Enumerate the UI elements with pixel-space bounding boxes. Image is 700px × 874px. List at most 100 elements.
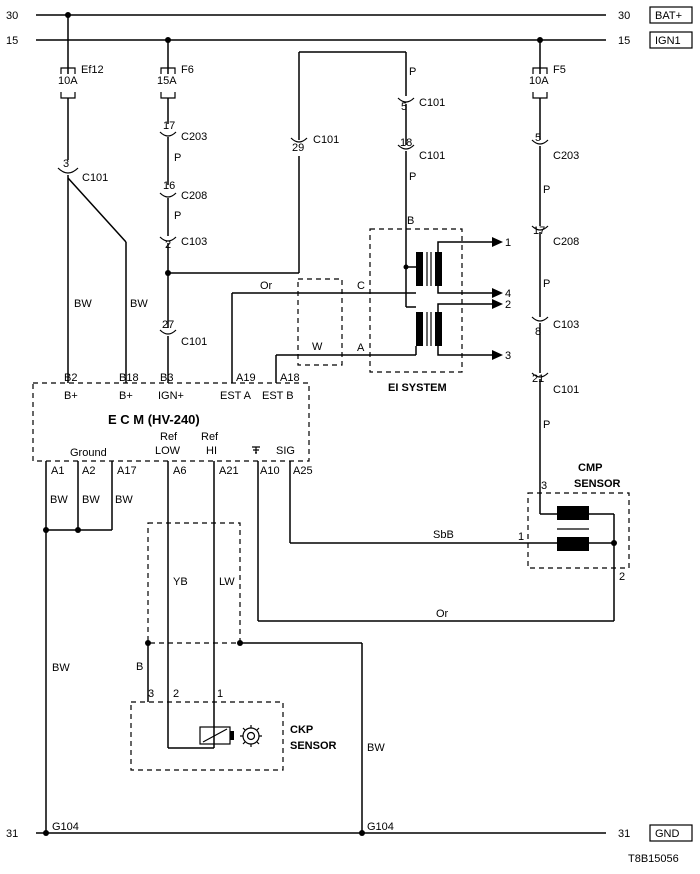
ei-output-1: 1 <box>505 237 511 249</box>
c101-pin3-number: 3 <box>63 158 69 170</box>
gnd-rail: 31 31 GND <box>6 824 693 842</box>
ckp-label-2: SENSOR <box>290 740 337 752</box>
fuse-ef12-name: Ef12 <box>81 64 104 76</box>
c101-pin5-number: 5 <box>401 101 407 113</box>
gear-icon <box>240 725 262 747</box>
gnd-rail-left-label: 31 <box>6 828 18 840</box>
ground-g104-right: G104 <box>367 821 394 833</box>
ei-terminal-b: B <box>407 215 414 227</box>
ei-system: EI SYSTEM 1 4 2 3 C A <box>232 228 511 394</box>
c101-pin18-name: C101 <box>419 150 445 162</box>
bat-rail-tag: BAT+ <box>655 10 682 22</box>
fuse-f6-name: F6 <box>181 64 194 76</box>
c101-pin21-number: 21 <box>532 373 544 385</box>
wire-bw-a2: BW <box>82 494 100 506</box>
bat-rail-left-label: 30 <box>6 10 18 22</box>
ckp-pin1: 1 <box>217 688 223 700</box>
ign-rail-tag: IGN1 <box>655 35 681 47</box>
c101-pin27-name: C101 <box>181 336 207 348</box>
ei-output-3: 3 <box>505 350 511 362</box>
c101-pin18-number: 18 <box>400 137 412 149</box>
ecm-pin-b3: B3 <box>160 372 173 384</box>
ecm-pin-a10: A10 <box>260 465 280 477</box>
wire-bw-b2: BW <box>74 298 92 310</box>
ecm-pin-a25: A25 <box>293 465 313 477</box>
wire-w: W <box>312 341 323 353</box>
ckp-sensor: YB LW B BW G104 3 2 1 CKP SENSOR <box>130 461 394 836</box>
ign-rail: 15 15 IGN1 <box>6 31 693 49</box>
ei-terminal-c: C <box>357 280 365 292</box>
ei-output-2: 2 <box>505 299 511 311</box>
ecm-ref-low-2: LOW <box>155 445 181 457</box>
ecm-ref-low-1: Ref <box>160 431 178 443</box>
c208-pin16-number: 16 <box>163 180 175 192</box>
gnd-rail-tag: GND <box>655 828 680 840</box>
ecm-pin-b2-label: B+ <box>64 390 78 402</box>
c101-pin27-number: 27 <box>162 319 174 331</box>
ecm-title: E C M (HV-240) <box>108 412 200 427</box>
ign-rail-right-label: 15 <box>618 35 630 47</box>
wire-bw-ckp: BW <box>367 742 385 754</box>
ecm-pin-b2: B2 <box>64 372 77 384</box>
ei-output-4: 4 <box>505 288 511 300</box>
ecm-ground-label: Ground <box>70 447 107 459</box>
wire-or-cmp: Or <box>436 608 449 620</box>
ecm-pin-a18: A18 <box>280 372 300 384</box>
cmp-sensor: CMP SENSOR 3 1 2 <box>518 462 630 621</box>
wire-bw-b18: BW <box>130 298 148 310</box>
wire-p-f5-3: P <box>543 419 550 431</box>
bat-rail: 30 30 BAT+ <box>6 6 693 24</box>
ecm-pin-a19-label: EST A <box>220 390 252 402</box>
c103-pin8-name: C103 <box>553 319 579 331</box>
wire-sbb: SbB <box>433 529 454 541</box>
c208-pin17-number: 17 <box>533 225 545 237</box>
fuse-ef12: Ef12 10A <box>58 12 104 160</box>
f6-branch: 17 C203 P 16 C208 P 2 C103 27 C101 <box>159 120 299 383</box>
wire-p-ei-2: P <box>409 171 416 183</box>
wire-p-f6-2: P <box>174 210 181 222</box>
ecm-pin-a17: A17 <box>117 465 137 477</box>
ecm-pin-a1: A1 <box>51 465 64 477</box>
fuse-f5-name: F5 <box>553 64 566 76</box>
cmp-label-2: SENSOR <box>574 478 621 490</box>
ckp-pin3: 3 <box>148 688 154 700</box>
c203-pin5-name: C203 <box>553 150 579 162</box>
cmp-signal-wires: Or SbB <box>257 461 614 622</box>
fuse-f6: F6 15A <box>157 37 194 124</box>
wire-p-f5-1: P <box>543 184 550 196</box>
est-wires: Or <box>231 280 277 383</box>
ckp-label-1: CKP <box>290 724 313 736</box>
ecm-pin-b18-label: B+ <box>119 390 133 402</box>
wire-p-f6-1: P <box>174 152 181 164</box>
ei-terminal-a: A <box>357 342 365 354</box>
fuse-f5: F5 10A <box>529 37 566 140</box>
ecm-ref-hi-2: HI <box>206 445 217 457</box>
ecm-pin-b3-label: IGN+ <box>158 390 184 402</box>
c101-pin29-number: 29 <box>292 142 304 154</box>
c103-pin2-name: C103 <box>181 236 207 248</box>
ei-system-label: EI SYSTEM <box>388 382 447 394</box>
c208-pin16-name: C208 <box>181 190 207 202</box>
ecm-pin-a6: A6 <box>173 465 186 477</box>
ecm-pin-a2: A2 <box>82 465 95 477</box>
ef12-branch: 3 C101 BW BW <box>57 158 148 383</box>
c203-pin5-number: 5 <box>535 132 541 144</box>
ecm-pin-b18: B18 <box>119 372 139 384</box>
ecm-pin-a19: A19 <box>236 372 256 384</box>
c203-pin17-number: 17 <box>163 120 175 132</box>
gnd-rail-right-label: 31 <box>618 828 630 840</box>
fuse-ef12-rating: 10A <box>58 75 78 87</box>
ecm-pin-a21: A21 <box>219 465 239 477</box>
f5-branch: 5 C203 P 17 C208 P 8 C103 21 C101 P <box>531 132 579 514</box>
c208-pin17-name: C208 <box>553 236 579 248</box>
ecm-ground-wires: BW BW BW BW G104 <box>43 461 133 836</box>
wire-p-f5-2: P <box>543 278 550 290</box>
est-shield: W <box>297 278 343 366</box>
cmp-pin3: 3 <box>541 480 547 492</box>
c101-pin29-name: C101 <box>313 134 339 146</box>
ign-rail-left-label: 15 <box>6 35 18 47</box>
figure-reference: T8B15056 <box>628 853 679 865</box>
fuse-f5-rating: 10A <box>529 75 549 87</box>
